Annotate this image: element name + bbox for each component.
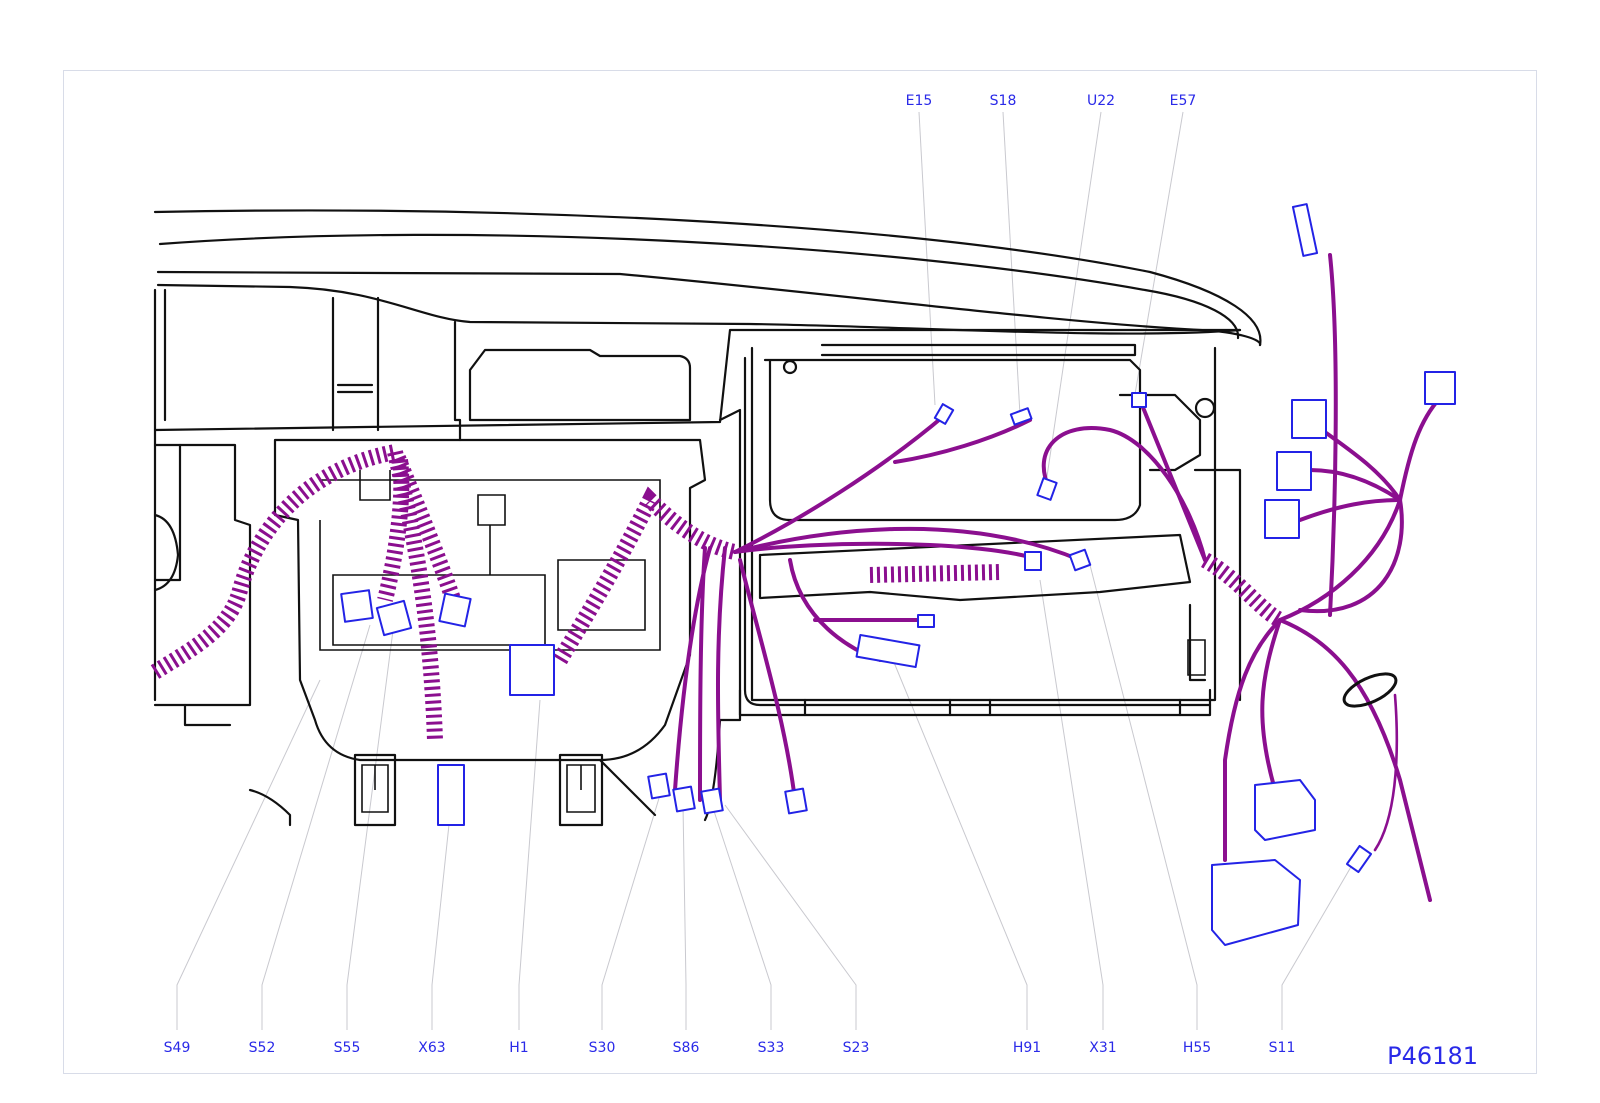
harness-convoluted bbox=[150, 444, 1285, 741]
connectors bbox=[340, 203, 1456, 946]
figure-id: P46181 bbox=[1387, 1042, 1478, 1070]
label-s18: S18 bbox=[989, 93, 1017, 109]
label-s30: S30 bbox=[588, 1040, 616, 1056]
label-s11: S11 bbox=[1268, 1040, 1296, 1056]
label-s55: S55 bbox=[333, 1040, 361, 1056]
label-e15: E15 bbox=[905, 93, 933, 109]
label-e57: E57 bbox=[1169, 93, 1197, 109]
leader-lines bbox=[176, 111, 1356, 1030]
harness-wires bbox=[673, 253, 1442, 902]
diagram-frame bbox=[63, 70, 1537, 1074]
label-x31: X31 bbox=[1089, 1040, 1117, 1056]
label-s52: S52 bbox=[248, 1040, 276, 1056]
label-h55: H55 bbox=[1182, 1040, 1212, 1056]
label-h1: H1 bbox=[509, 1040, 529, 1056]
label-x63: X63 bbox=[418, 1040, 446, 1056]
dashboard-outline bbox=[153, 209, 1262, 827]
label-s23: S23 bbox=[842, 1040, 870, 1056]
label-s33: S33 bbox=[757, 1040, 785, 1056]
label-s86: S86 bbox=[672, 1040, 700, 1056]
label-u22: U22 bbox=[1086, 93, 1116, 109]
label-h91: H91 bbox=[1012, 1040, 1042, 1056]
label-s49: S49 bbox=[163, 1040, 191, 1056]
